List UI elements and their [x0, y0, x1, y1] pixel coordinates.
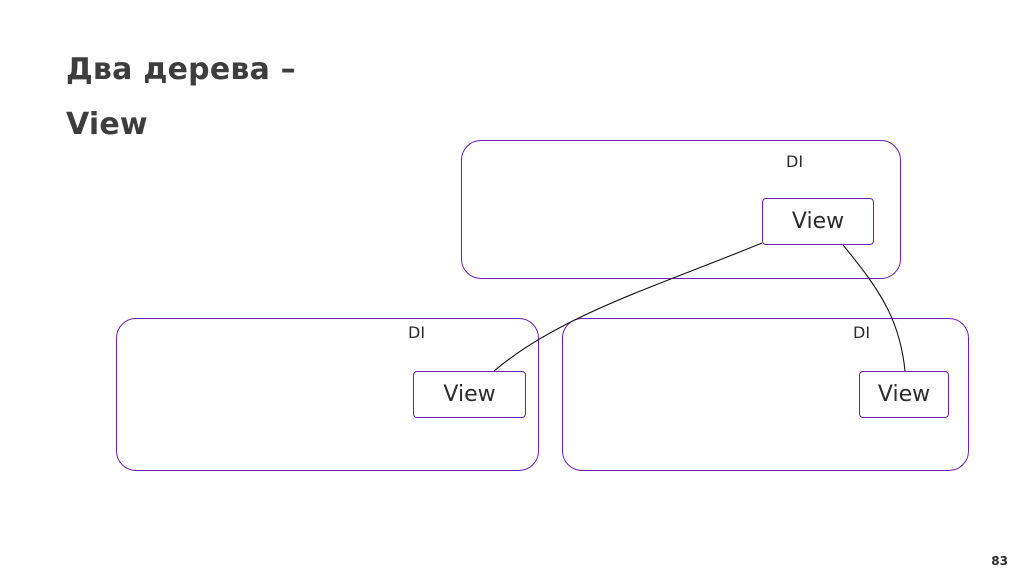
slide-title-line-2: View	[66, 107, 148, 142]
di-container-bottom-right	[562, 318, 969, 471]
slide-title-line-1: Два дерева –	[66, 52, 296, 87]
page-number: 83	[991, 554, 1008, 568]
di-label-top: DI	[786, 152, 804, 171]
di-label-bottom-left: DI	[408, 323, 426, 342]
di-container-bottom-left	[116, 318, 539, 471]
view-node-top: View	[762, 198, 874, 245]
view-node-bottom-left: View	[413, 371, 526, 418]
di-label-bottom-right: DI	[853, 323, 871, 342]
view-node-bottom-right: View	[859, 371, 949, 418]
